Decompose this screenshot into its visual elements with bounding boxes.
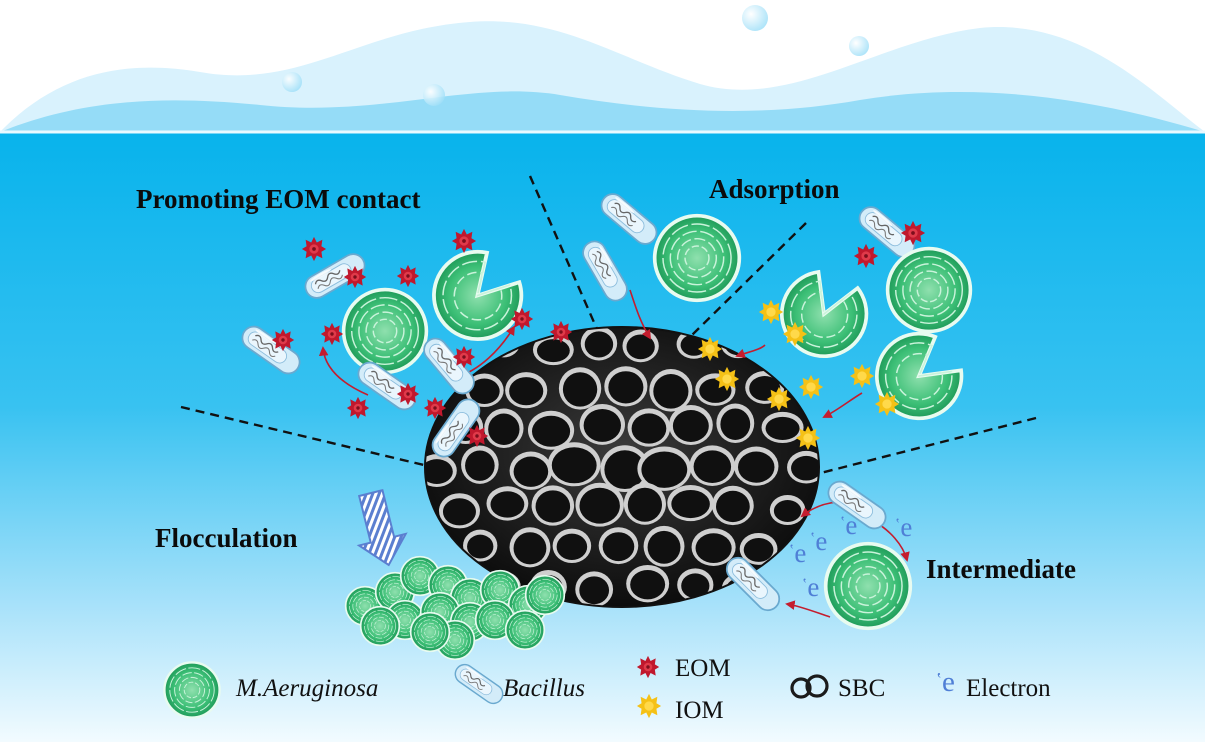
pore-hole xyxy=(641,451,688,488)
pore-hole xyxy=(535,490,571,523)
m-aeruginosa-cell xyxy=(823,541,913,631)
pore-hole xyxy=(693,450,732,483)
pore-hole xyxy=(608,371,644,404)
pore-hole xyxy=(604,450,646,490)
wave-front xyxy=(0,91,1205,132)
pore-hole xyxy=(469,378,500,405)
section-dividers xyxy=(180,175,1037,479)
pore-hole xyxy=(467,534,494,559)
pore-hole xyxy=(716,490,750,523)
pore-hole xyxy=(631,413,667,444)
pore-hole xyxy=(556,533,588,561)
legend-electron-icon: ‛e xyxy=(936,666,955,698)
pore-hole xyxy=(672,410,709,442)
electron-icon: ‛e xyxy=(802,572,820,602)
pore-hole xyxy=(681,573,710,599)
electron-icon: ‛e xyxy=(810,526,828,556)
m-aeruginosa-cell xyxy=(524,574,566,616)
pore-hole xyxy=(490,491,525,518)
pore-hole xyxy=(488,413,520,445)
pore-hole xyxy=(653,373,689,409)
legend-m-aeruginosa-label: M.Aeruginosa xyxy=(236,675,379,702)
bubble-icon xyxy=(282,72,302,92)
m-aeruginosa-cell xyxy=(341,287,429,375)
electron-icon: ‛e xyxy=(840,510,858,540)
pore-hole xyxy=(531,415,571,447)
legend-sbc-icon xyxy=(790,674,829,699)
pore-hole xyxy=(671,489,710,519)
pore-hole xyxy=(773,499,802,522)
label-promoting-eom-contact: Promoting EOM contact xyxy=(136,184,421,214)
pore-hole xyxy=(465,450,495,481)
pore-hole xyxy=(579,487,620,524)
bubble-icon xyxy=(849,36,869,56)
arrow-iom-left xyxy=(735,344,766,358)
pore-hole xyxy=(579,576,610,605)
label-flocculation: Flocculation xyxy=(155,523,298,553)
striped-down-arrow-icon xyxy=(356,489,408,567)
legend-electron-label: Electron xyxy=(966,675,1051,702)
pore-hole xyxy=(425,459,453,484)
pore-hole xyxy=(791,455,819,481)
pore-hole xyxy=(626,334,655,360)
legend-sbc-label: SBC xyxy=(838,675,886,702)
arrow-bacillus-down xyxy=(629,289,652,340)
label-adsorption: Adsorption xyxy=(709,174,840,204)
bubble-icon xyxy=(423,84,445,106)
divider-top-right xyxy=(689,222,807,338)
pore-hole xyxy=(627,487,663,522)
m-aeruginosa-cell xyxy=(504,609,546,651)
pore-hole xyxy=(743,537,774,562)
bubbles xyxy=(282,5,869,106)
pore-hole xyxy=(647,530,681,564)
pore-hole xyxy=(583,408,622,442)
flocculation-region xyxy=(344,489,566,661)
pore-hole xyxy=(442,498,476,526)
bubble-icon xyxy=(742,5,768,31)
pore-hole xyxy=(765,416,800,441)
pore-hole xyxy=(562,372,598,407)
arrow-eom-up xyxy=(318,346,369,396)
pore-hole xyxy=(695,533,732,563)
electron-icon: ‛e xyxy=(789,538,807,568)
legend-bacillus-label: Bacillus xyxy=(503,675,585,702)
legend xyxy=(163,655,829,719)
pore-hole xyxy=(584,331,614,358)
sbc-biochar xyxy=(424,326,820,608)
legend-iom-label: IOM xyxy=(675,697,724,724)
sbc-pores xyxy=(425,327,819,607)
m-aeruginosa-cell xyxy=(409,611,451,653)
legend-m-aeruginosa-icon xyxy=(163,661,221,719)
m-aeruginosa-cell xyxy=(652,213,742,303)
pore-hole xyxy=(509,377,544,406)
electron-icon: ‛e xyxy=(895,512,913,542)
divider-right xyxy=(804,416,1037,479)
m-aeruginosa-cell xyxy=(885,246,973,334)
divider-left xyxy=(180,405,429,468)
pore-hole xyxy=(551,447,597,484)
m-aeruginosa-cell xyxy=(359,605,401,647)
legend-eom-label: EOM xyxy=(675,655,731,682)
pore-hole xyxy=(536,339,570,363)
pore-hole xyxy=(602,532,635,562)
pore-hole xyxy=(513,532,547,565)
pore-hole xyxy=(720,408,751,440)
arrow-back xyxy=(785,600,831,618)
pore-hole xyxy=(630,570,666,600)
pore-hole xyxy=(513,456,549,487)
label-intermediate: Intermediate xyxy=(926,554,1076,584)
arrow-iom-left2 xyxy=(822,392,863,418)
pore-hole xyxy=(737,451,775,483)
